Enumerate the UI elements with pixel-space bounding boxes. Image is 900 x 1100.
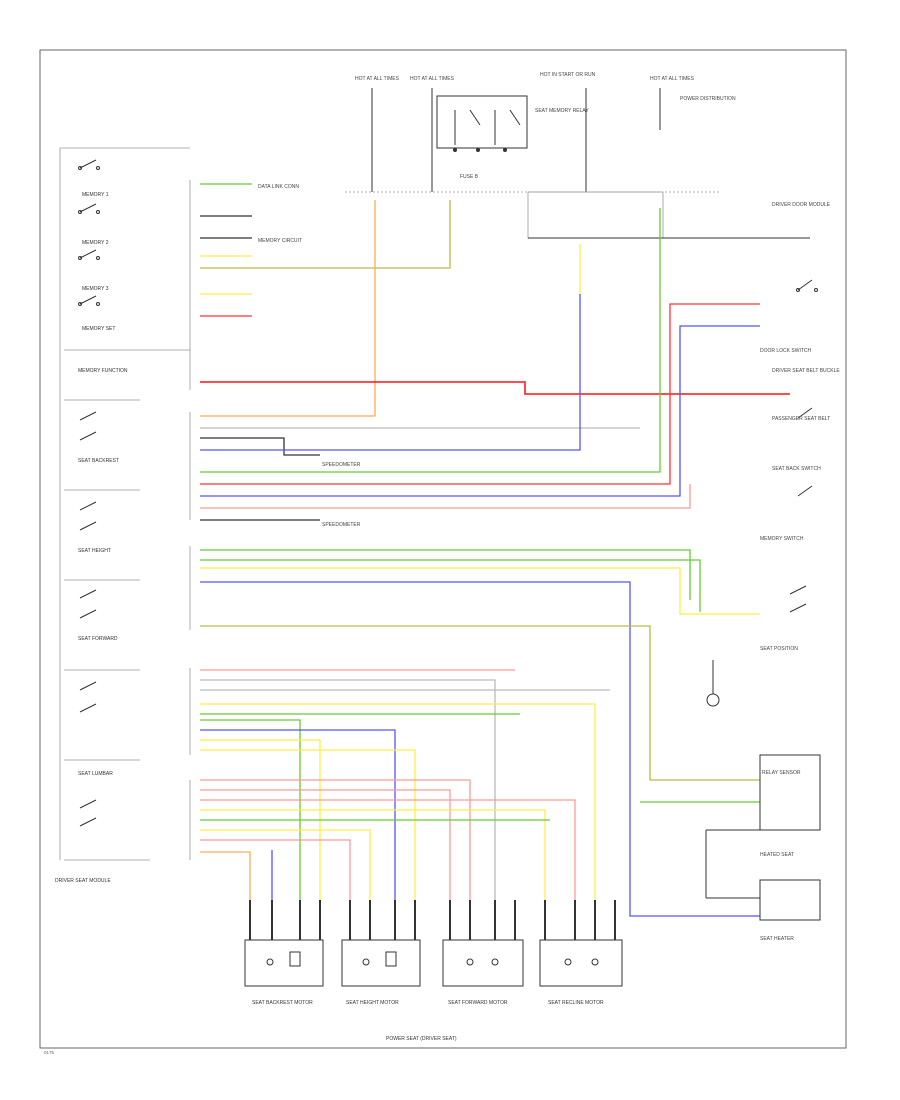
switch-label-2: MEMORY 2 xyxy=(82,240,109,246)
bottom-caption: POWER SEAT (DRIVER SEAT) xyxy=(386,1036,457,1042)
motor-label-2: SEAT HEIGHT MOTOR xyxy=(346,1000,399,1006)
switch-label-1: MEMORY 1 xyxy=(82,192,109,198)
wires xyxy=(200,183,790,917)
motor-label-4: SEAT RECLINE MOTOR xyxy=(548,1000,604,1006)
motor-label-1: SEAT BACKREST MOTOR xyxy=(252,1000,313,1006)
seat-heater-box xyxy=(759,879,821,921)
motor-box-1 xyxy=(244,939,324,987)
switch-label-6: SEAT BACKREST xyxy=(78,458,119,464)
speedo-note-2: SPEEDOMETER xyxy=(322,522,361,528)
right-label-4: PASSENGER SEAT BELT xyxy=(772,416,830,422)
right-label-10: SEAT HEATER xyxy=(760,936,794,942)
fuse-label-2: HOT AT ALL TIMES xyxy=(410,76,455,82)
motor-label-3: SEAT FORWARD MOTOR xyxy=(448,1000,508,1006)
fuse-label-1: HOT AT ALL TIMES xyxy=(355,76,400,82)
left-switch-module: MEMORY 1 MEMORY 2 MEMORY 3 MEMORY SET ME… xyxy=(55,147,190,884)
middle-notes: DATA LINK CONN MEMORY CIRCUIT SPEEDOMETE… xyxy=(258,184,361,528)
right-components: DRIVER DOOR MODULE DOOR LOCK SWITCH DRIV… xyxy=(705,202,840,942)
motor-box-2 xyxy=(341,939,421,987)
motor-box-4 xyxy=(539,939,623,987)
right-label-6: MEMORY SWITCH xyxy=(760,536,804,542)
motor-box-3 xyxy=(442,939,524,987)
right-label-9: HEATED SEAT xyxy=(760,852,794,858)
right-label-1: DRIVER DOOR MODULE xyxy=(772,202,831,208)
switch-label-7: SEAT HEIGHT xyxy=(78,548,111,554)
relay-label: SEAT MEMORY RELAY xyxy=(535,108,589,114)
diagram-frame xyxy=(39,49,847,1049)
right-label-3: DRIVER SEAT BELT BUCKLE xyxy=(772,368,840,374)
fuse-label-center: HOT IN START OR RUN xyxy=(540,72,596,78)
switch-label-9: SEAT LUMBAR xyxy=(78,771,113,777)
relay-sensor-box xyxy=(759,754,821,831)
right-label-7: SEAT POSITION xyxy=(760,646,798,652)
fuse-label-right: HOT AT ALL TIMES xyxy=(650,76,695,82)
data-link-note: DATA LINK CONN xyxy=(258,184,299,190)
switch-label-4: MEMORY SET xyxy=(82,326,115,332)
header-fuses: HOT AT ALL TIMES HOT AT ALL TIMES HOT IN… xyxy=(345,72,810,239)
right-label-5: SEAT BACK SWITCH xyxy=(772,466,821,472)
switch-label-5: MEMORY FUNCTION xyxy=(78,368,128,374)
fuse-b-label: FUSE B xyxy=(460,174,479,180)
switch-label-3: MEMORY 3 xyxy=(82,286,109,292)
right-label-8: RELAY SENSOR xyxy=(762,770,801,776)
right-label-2: DOOR LOCK SWITCH xyxy=(760,348,812,354)
power-dist-label: POWER DISTRIBUTION xyxy=(680,96,736,102)
page-code: 0175 xyxy=(44,1050,55,1055)
memory-circuit-note: MEMORY CIRCUIT xyxy=(258,238,302,244)
speedo-note-1: SPEEDOMETER xyxy=(322,462,361,468)
switch-label-8: SEAT FORWARD xyxy=(78,636,118,642)
motors: SEAT BACKREST MOTOR SEAT HEIGHT MOTOR SE… xyxy=(244,900,623,1006)
relay-box xyxy=(436,95,528,149)
module-label: DRIVER SEAT MODULE xyxy=(55,878,111,884)
